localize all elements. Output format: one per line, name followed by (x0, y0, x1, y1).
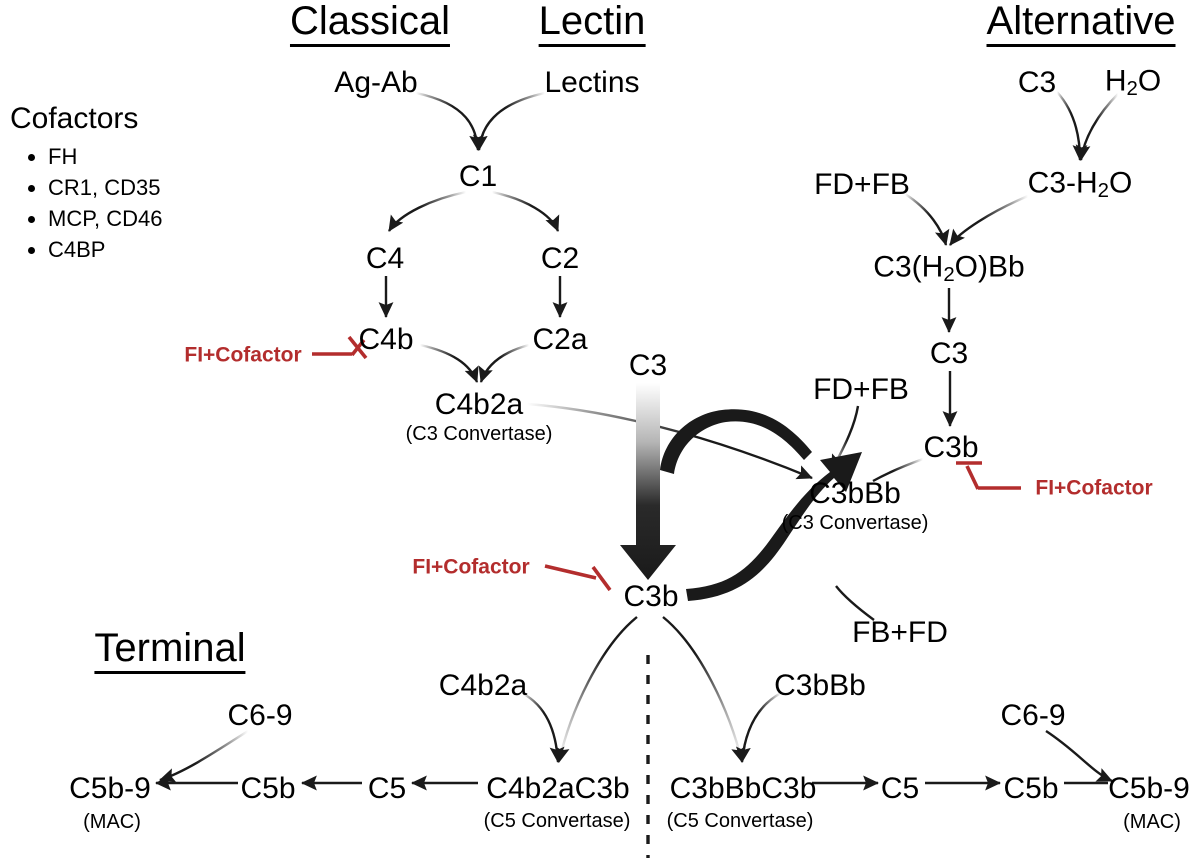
node-c3b-alt: C3b (923, 431, 979, 464)
edge-fdfb-c3h2obb (904, 192, 950, 246)
node-c6-9-right: C6-9 (1000, 699, 1066, 732)
node-c3bbbc3b-subtitle: (C5 Convertase) (666, 810, 814, 832)
cofactors-legend: Cofactors FH CR1, CD35 MCP, CD46 C4BP (10, 102, 163, 265)
node-c5-left: C5 (367, 772, 407, 805)
edge-c3h2o-c3h2obb (949, 194, 1029, 246)
node-fb-fd: FB+FD (852, 616, 948, 649)
node-c5b-right: C5b (1003, 772, 1059, 805)
inhibitor-label-c3b: FI+Cofactor (412, 555, 530, 579)
node-c4b2a-subtitle: (C3 Convertase) (405, 423, 553, 445)
node-c3b-center: C3b (623, 580, 679, 613)
node-c3-h2o: C3-H2O (1027, 166, 1133, 203)
edge-agab-c1 (415, 91, 485, 151)
inhibitor-label-c3b-alt: FI+Cofactor (1035, 476, 1153, 500)
node-c4b2ac3b-subtitle: (C5 Convertase) (483, 810, 631, 832)
inhibitor-label-c4b: FI+Cofactor (184, 343, 302, 367)
list-item: MCP, CD46 (48, 203, 163, 234)
edge-c3-c3h2o (1056, 91, 1088, 161)
node-c3bbb: C3bBb (809, 477, 901, 510)
node-mac-left: (MAC) (83, 811, 141, 833)
edge-c4b2a-c4b2ac3b (521, 691, 565, 763)
node-c5b-9-left: C5b-9 (69, 772, 151, 805)
node-c4b2a-terminal: C4b2a (438, 669, 528, 702)
node-c1: C1 (458, 160, 498, 193)
thick-c3-to-c3b-arrow (620, 383, 676, 580)
edge-c1-c4 (387, 190, 467, 232)
node-c3-center: C3 (628, 349, 668, 382)
node-c3-alt-mid: C3 (929, 337, 969, 370)
node-c3-h2o-bb: C3(H2O)Bb (873, 250, 1025, 287)
inhibitor-line-c3b (544, 564, 597, 580)
edge-c3b-c3bbbc3b (662, 616, 746, 763)
list-item: C4BP (48, 234, 163, 265)
edge-fbfd-thickarrow (835, 585, 875, 621)
header-lectin: Lectin (538, 1, 646, 47)
edge-h2o-c3h2o (1075, 93, 1119, 161)
thick-c3-hook-arrow (660, 409, 812, 474)
node-c5b-left: C5b (240, 772, 296, 805)
node-c4: C4 (365, 242, 405, 275)
cofactors-title: Cofactors (10, 102, 139, 135)
node-c4b: C4b (358, 323, 414, 356)
edge-c3b-c4b2ac3b (554, 616, 638, 763)
inhibitor-bar-c3b (591, 565, 612, 592)
header-terminal: Terminal (94, 628, 246, 674)
header-classical: Classical (289, 1, 451, 47)
list-item: FH (48, 141, 163, 172)
edge-c4b2a-c3bbb (526, 402, 813, 480)
edge-c4b-c4b2a (419, 343, 479, 383)
node-c5b-9-right: C5b-9 (1108, 772, 1190, 805)
node-lectins: Lectins (544, 66, 640, 99)
cofactors-list: FH CR1, CD35 MCP, CD46 C4BP (10, 141, 163, 266)
edge-fdfb-c3bbb (830, 405, 860, 471)
node-c3bbb-terminal: C3bBb (774, 669, 866, 702)
node-fd-fb-right: FD+FB (813, 373, 909, 406)
node-c4b2ac3b: C4b2aC3b (486, 772, 630, 805)
edge-c1-c2 (491, 190, 560, 232)
node-fd-fb-alt: FD+FB (814, 168, 910, 201)
list-item: CR1, CD35 (48, 172, 163, 203)
node-c3-alt-top: C3 (1017, 66, 1057, 99)
node-c3bbbc3b: C3bBbC3b (669, 772, 817, 805)
edge-c2a-c4b2a (478, 343, 530, 383)
edge-c3bbb-c3bbbc3b (735, 691, 782, 763)
node-c2: C2 (540, 242, 580, 275)
node-c4b2a: C4b2a (434, 388, 524, 421)
node-c6-9-left: C6-9 (227, 699, 293, 732)
node-c3bbb-subtitle: (C3 Convertase) (781, 512, 929, 534)
node-mac-right: (MAC) (1123, 811, 1181, 833)
header-alternative: Alternative (986, 1, 1176, 47)
inhibitor-bar-c3balt (965, 465, 980, 490)
node-ag-ab: Ag-Ab (334, 66, 418, 99)
node-c5-right: C5 (880, 772, 920, 805)
edge-lectins-c1 (472, 91, 546, 151)
edge-c69-c5b9 (159, 729, 249, 783)
node-c2a: C2a (532, 323, 588, 356)
node-h2o-alt: H2O (1104, 64, 1162, 101)
